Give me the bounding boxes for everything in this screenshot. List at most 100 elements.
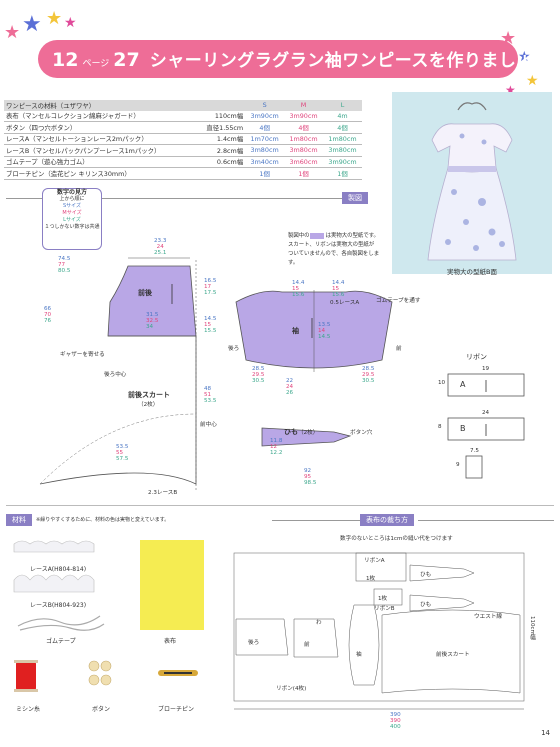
label-skirt: 前後スカート bbox=[128, 391, 170, 399]
button-label: ボタン bbox=[92, 706, 111, 713]
measure-ribbon-a-w: 19 bbox=[482, 366, 490, 372]
table-cell-size: 直径1.55cm bbox=[206, 123, 244, 132]
divider bbox=[6, 505, 554, 506]
cut-piece-label: 前 bbox=[304, 642, 310, 648]
cutting-note: 数字のないところは1cmの縫い代をつけます bbox=[340, 536, 453, 542]
lace-a-label: レースA(H804-814) bbox=[30, 566, 87, 573]
cut-piece-label: リボンB bbox=[374, 606, 395, 612]
materials-table: ワンピースの材料（ユザワヤ） S M L 表布（マンセルコレクション綿麻ジャガー… bbox=[4, 100, 362, 180]
table-cell-name: ボタン（四つ穴ボタン） bbox=[6, 123, 77, 132]
table-cell-l: 3m90cm bbox=[328, 157, 357, 166]
table-cell-s: 3m40cm bbox=[250, 157, 279, 166]
table-cell-s: 3m90cm bbox=[250, 111, 279, 120]
table-header-l: L bbox=[323, 100, 362, 111]
legend-m: Mサイズ bbox=[62, 210, 82, 216]
page-title: 12 ページ 27 シャーリングラグラン袖ワンピースを作りましょう bbox=[52, 46, 551, 74]
section-tag-seizu: 製図 bbox=[342, 192, 368, 204]
label-gomu: ゴムテープを通す bbox=[376, 298, 421, 304]
photo-caption: 実物大の型紙B面 bbox=[447, 268, 497, 276]
label-lace-b: 2.3レースB bbox=[148, 490, 178, 496]
gomu-label: ゴムテープ bbox=[46, 638, 76, 645]
label-button-hole: ボタン穴 bbox=[350, 430, 373, 436]
label-ribbon-b: B bbox=[460, 424, 466, 433]
note-prefix: 製図中の bbox=[288, 233, 310, 239]
ribbon-tab-piece bbox=[465, 455, 483, 479]
section-tag-cutting: 表布の裁ち方 bbox=[360, 514, 414, 526]
material-swatches bbox=[13, 540, 204, 692]
pattern-swatch bbox=[309, 232, 324, 239]
star-decoration-icon: ★ bbox=[4, 22, 21, 43]
table-cell-name: レースB（マンセルパックパンプーレース1mパック） bbox=[6, 146, 161, 155]
table-cell-l: 1m80cm bbox=[328, 134, 357, 143]
note-line: は実物大の型紙です。 bbox=[325, 233, 379, 239]
label-himo-count: （2枚） bbox=[298, 430, 319, 436]
star-decoration-icon: ★ bbox=[22, 12, 42, 37]
table-cell-name: ブローチピン（造花ピン キリンス30mm） bbox=[6, 169, 131, 178]
pattern-note: 製図中のは実物大の型紙です。 スカート、リボンは実物大の型紙が ついていませんの… bbox=[288, 232, 388, 272]
table-header bbox=[195, 100, 246, 111]
label-himo: ひも bbox=[284, 428, 298, 436]
table-header: ワンピースの材料（ユザワヤ） bbox=[4, 100, 196, 111]
table-header-s: S bbox=[245, 100, 285, 111]
section-tag-materials: 材料 bbox=[6, 514, 32, 526]
thread-label: ミシン糸 bbox=[16, 706, 41, 713]
materials-note: ※繰りやすくするために、材料の色は実物と変えています。 bbox=[36, 517, 170, 523]
fabric-label: 表布 bbox=[164, 638, 177, 645]
measure-tab-h: 9 bbox=[456, 462, 460, 468]
cut-piece-label: ひも bbox=[420, 602, 432, 608]
item-number: 27 bbox=[113, 49, 140, 71]
cut-piece-label: 1枚 bbox=[378, 596, 388, 602]
table-cell-m: 1m80cm bbox=[289, 134, 318, 143]
cut-piece-label: ひも bbox=[420, 572, 432, 578]
lace-b-swatch bbox=[13, 574, 95, 593]
page-number: 14 bbox=[541, 729, 550, 737]
cut-piece-label: わ bbox=[316, 620, 322, 626]
cut-piece-label: リボン(4枚) bbox=[276, 686, 307, 692]
table-cell-s: 1m70cm bbox=[250, 134, 279, 143]
table-cell-name: ゴムテープ（遊心強力ゴム） bbox=[6, 158, 89, 167]
star-decoration-icon: ★ bbox=[518, 49, 531, 65]
legend-title: 数字の見方 bbox=[56, 189, 87, 196]
table-cell-l: 4m bbox=[337, 111, 348, 120]
cut-piece-label: 袖 bbox=[356, 652, 362, 658]
note-line: スカート、リボンは実物大の型紙が bbox=[288, 242, 375, 248]
measure-tab-w: 7.5 bbox=[470, 448, 479, 454]
label-lace-a: 0.5レースA bbox=[330, 300, 360, 306]
table-cell-name: 表布（マンセルコレクション綿麻ジャガード） bbox=[6, 112, 140, 121]
legend-box: 数字の見方 上から順に Sサイズ Mサイズ Lサイズ １つしかない数字は共通 bbox=[42, 188, 102, 250]
table-cell-m: 4個 bbox=[298, 123, 309, 132]
table-cell-size bbox=[196, 168, 245, 180]
table-cell-name: レースA（マンセルトーションレース2mパック） bbox=[6, 135, 148, 144]
himo-piece bbox=[261, 427, 352, 447]
star-decoration-icon: ★ bbox=[505, 83, 516, 97]
brooch-label: ブローチピン bbox=[158, 706, 195, 713]
cut-piece-label: リボンA bbox=[364, 558, 385, 564]
label-front: 前後 bbox=[138, 289, 152, 297]
divider bbox=[6, 198, 342, 199]
header-banner bbox=[38, 40, 518, 78]
table-cell-s: 1個 bbox=[259, 169, 270, 178]
table-cell-s: 4個 bbox=[259, 123, 270, 132]
table-cell-s: 3m80cm bbox=[250, 146, 279, 155]
label-front-mark: 前 bbox=[396, 346, 402, 352]
cut-piece-label: ウエスト線 bbox=[474, 614, 502, 620]
lace-a-swatch bbox=[13, 540, 95, 553]
page-suffix: ページ bbox=[82, 59, 110, 69]
measure-ribbon-a-h: 10 bbox=[438, 380, 446, 386]
star-decoration-icon: ★ bbox=[526, 73, 539, 89]
